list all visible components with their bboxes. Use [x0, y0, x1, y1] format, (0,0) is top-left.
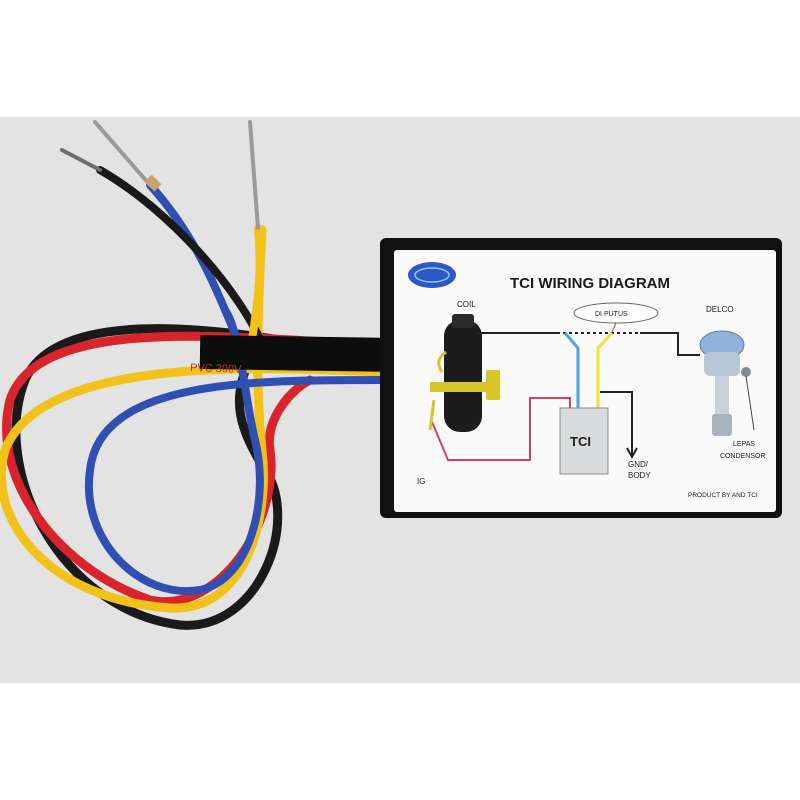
stripped-strand: [248, 120, 260, 230]
tci-box-label: TCI: [570, 434, 591, 449]
distributor-icon: [699, 330, 751, 436]
yellow-wire-end: [248, 224, 264, 344]
wire-ferrule: [144, 174, 162, 192]
gnd-label: GND/: [628, 460, 649, 469]
coil-to-delco-wire: [476, 332, 700, 356]
product-credit: PRODUCT BY AND TCI: [688, 492, 758, 499]
tci-box-icon: [559, 407, 609, 475]
ribbon-logo-icon-inner: [414, 267, 450, 283]
blue-signal-wire: [563, 332, 580, 408]
lepas-label: LEPAS: [733, 441, 755, 448]
coil-label: COIL: [457, 300, 476, 309]
ig-label: IG: [417, 477, 425, 486]
body-label: BODY: [628, 471, 651, 480]
condensor-label: CONDENSOR: [720, 453, 766, 460]
diagram-wires: [428, 331, 700, 461]
stripped-strand: [93, 120, 152, 187]
white-border-top: [0, 0, 800, 117]
cable-print-text: PVC 300V: [190, 362, 242, 376]
condensor-pointer: [745, 375, 755, 431]
yellow-signal-wire: [596, 331, 614, 408]
diagram-label-sticker: [394, 250, 776, 512]
cut-note-text: DI PUTUS: [595, 311, 628, 318]
delco-label: DELCO: [706, 305, 734, 314]
stripped-strand: [60, 148, 102, 172]
ignition-coil-icon: [430, 314, 500, 432]
ribbon-logo-icon: [408, 262, 456, 288]
yellow-wire-loop: [0, 225, 385, 613]
cut-note-pointer: [611, 322, 617, 333]
gnd-wire: [600, 391, 633, 455]
diagram-title: TCI WIRING DIAGRAM: [510, 275, 670, 292]
tci-module: TCI WIRING DIAGRAM COIL IG DI PUTUS: [380, 238, 782, 518]
white-border-bottom: [0, 683, 800, 800]
blue-wire-end: [146, 181, 244, 349]
red-wire-loop: [2, 331, 385, 607]
cable-sheath: [199, 335, 396, 372]
coil-terminal-wire: [428, 399, 436, 431]
wire-harness: [0, 225, 385, 630]
red-power-wire: [431, 397, 571, 461]
blue-wire-loop: [84, 306, 384, 596]
loose-wire-ends: [60, 120, 269, 354]
gnd-arrow: [626, 447, 638, 460]
